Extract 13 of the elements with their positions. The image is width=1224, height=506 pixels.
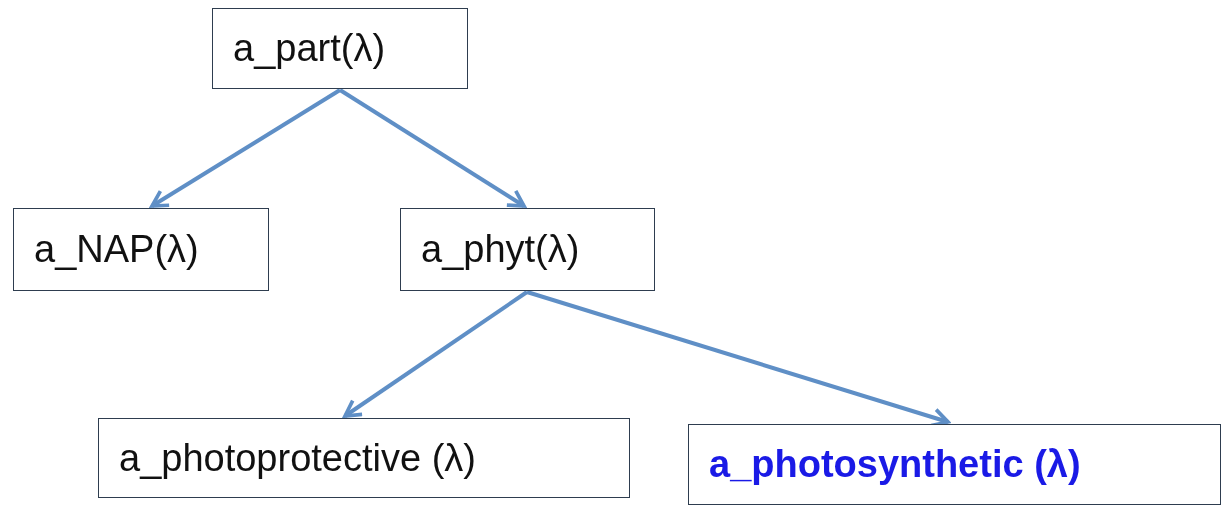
term-box <box>98 418 630 498</box>
term-box <box>400 208 655 291</box>
term-box <box>688 424 1221 505</box>
term-label: a_photoprotective (λ) <box>119 436 476 480</box>
term-label: a_phyt(λ) <box>421 228 580 271</box>
term-box <box>212 8 468 89</box>
arrow <box>150 88 342 208</box>
term-label: a_photosynthetic (λ) <box>709 443 1081 486</box>
arrow <box>343 290 529 418</box>
term-box <box>13 208 269 291</box>
arrow <box>338 88 526 208</box>
term-label: a_NAP(λ) <box>34 228 199 271</box>
term-label: a_part(λ) <box>233 27 386 70</box>
